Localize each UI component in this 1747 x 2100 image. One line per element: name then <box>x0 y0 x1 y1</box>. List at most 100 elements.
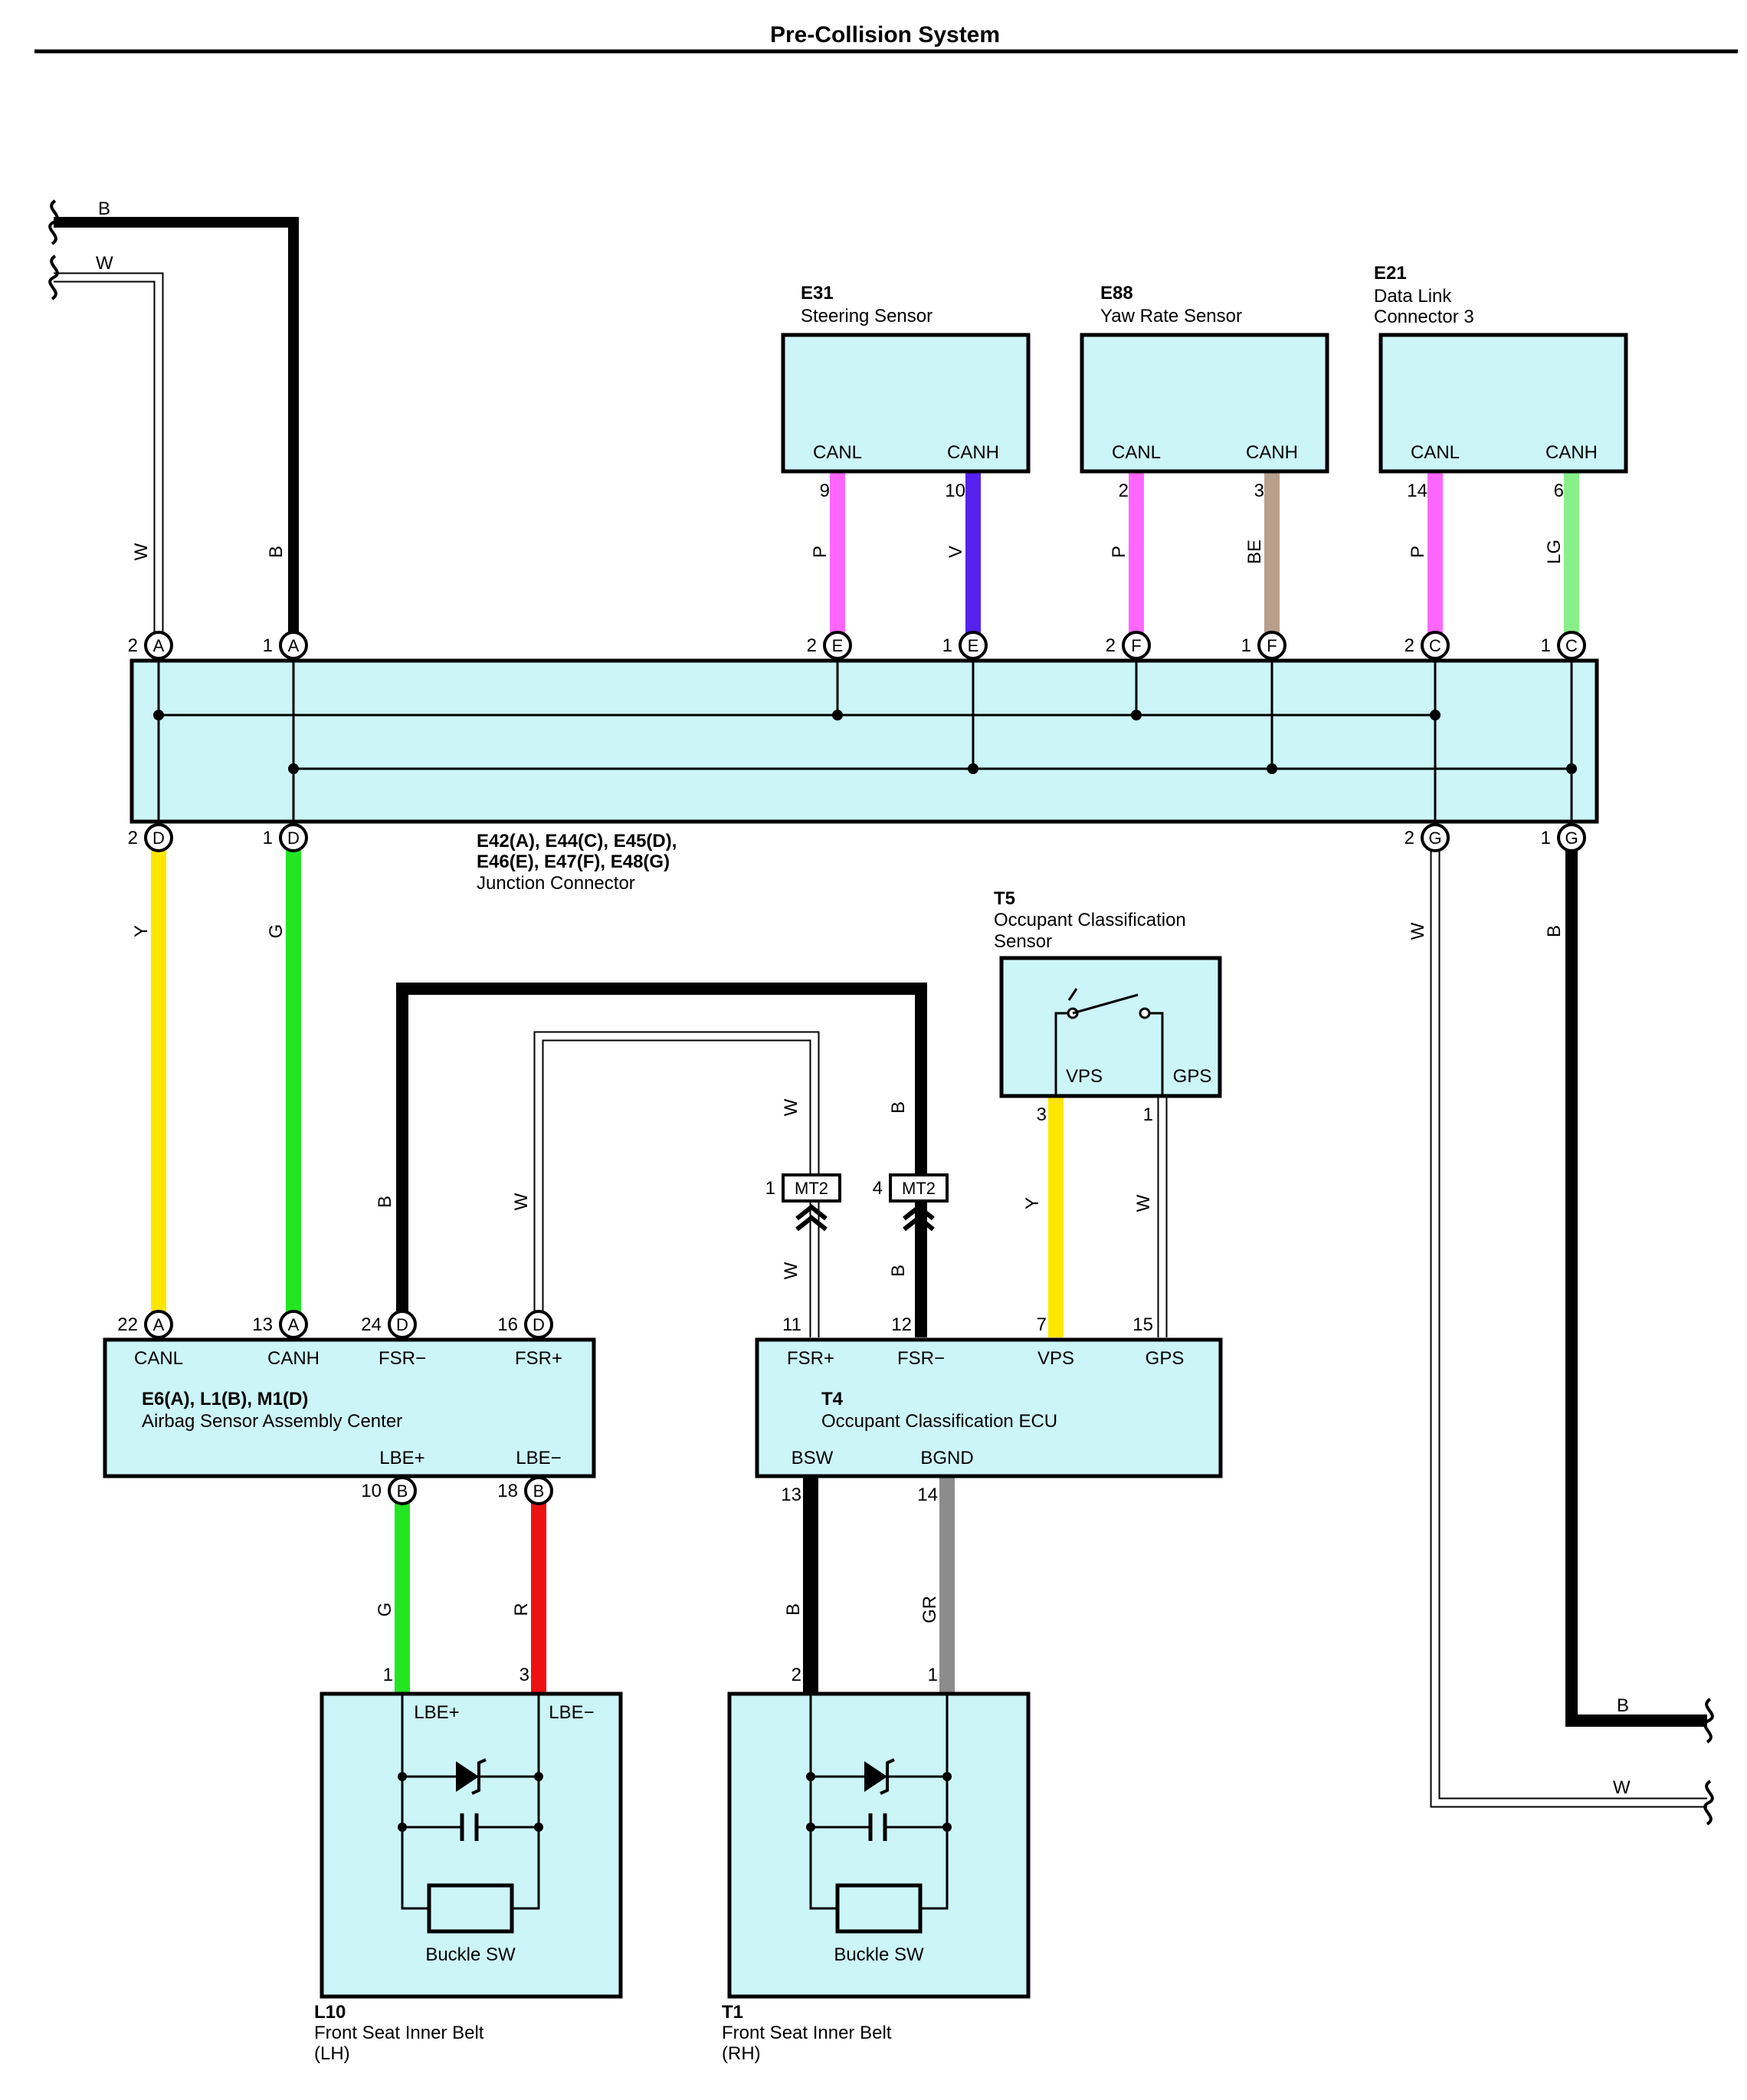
top-pin-numbers: 9 10 2 3 14 6 <box>820 481 1564 501</box>
mt2-pin1-label: MT2 <box>795 1179 828 1198</box>
t4-pin-vps: VPS <box>1037 1348 1074 1369</box>
svg-text:D: D <box>396 1315 408 1334</box>
wc-w-gps: W <box>1133 1194 1154 1212</box>
airbag-pins: A A D D B B 22 13 24 16 10 18 <box>117 1310 553 1505</box>
mt2-pin1-box <box>782 1173 841 1203</box>
svg-text:B: B <box>533 1481 545 1501</box>
t4-pin-fsrp: FSR+ <box>787 1348 834 1369</box>
airbag-pin-fsrp: FSR+ <box>515 1348 562 1369</box>
svg-text:F: F <box>1267 636 1277 655</box>
t4-pin-bsw: BSW <box>792 1448 834 1468</box>
wire-w-top <box>54 272 164 645</box>
zener-diode-icon <box>864 1761 887 1792</box>
svg-text:E: E <box>832 636 844 655</box>
pin-e88-2: 2 <box>1119 481 1129 501</box>
pin-t4-12: 12 <box>891 1314 912 1335</box>
e31-box <box>781 333 1031 474</box>
buckle-switch-icon <box>427 1883 514 1934</box>
wc-g-lbe: G <box>375 1603 395 1617</box>
e31-pin-canl: CANL <box>813 442 862 463</box>
svg-text:D: D <box>287 829 300 848</box>
t5-name-line1: Occupant Classification <box>994 910 1186 930</box>
t5-pin-gps: GPS <box>1173 1066 1212 1087</box>
pin-b18: 18 <box>497 1481 518 1501</box>
connector-jA1: A <box>279 631 308 660</box>
pin-e88-3: 3 <box>1254 481 1264 501</box>
e88-pin-canh: CANH <box>1246 442 1298 463</box>
svg-text:D: D <box>533 1315 545 1334</box>
junction-box <box>129 658 1599 824</box>
connector-aD16: D <box>524 1310 553 1339</box>
l10-name-line2: (LH) <box>314 2043 350 2064</box>
pin-t4-11: 11 <box>782 1314 801 1335</box>
t4-pin-fsrm: FSR− <box>897 1348 945 1369</box>
connector-jG1: G <box>1557 823 1586 852</box>
t1-component: 2 1 Buckle SW T1 Front Seat Inner Belt (… <box>722 1665 1031 2064</box>
t5-component: T5 Occupant Classification Sensor VPS GP… <box>994 888 1222 1125</box>
t1-box <box>727 1691 1031 1999</box>
t1-circuit <box>809 1694 949 1910</box>
buckle-switch-icon <box>835 1883 923 1934</box>
svg-text:A: A <box>288 636 300 655</box>
pin-t4-15: 15 <box>1132 1314 1153 1335</box>
page-title: Pre-Collision System <box>770 22 1000 48</box>
mt2-pin4-label: MT2 <box>902 1179 936 1198</box>
wc-w-jG2: W <box>1408 922 1428 940</box>
pin-t4-14: 14 <box>917 1485 938 1505</box>
l10-box <box>320 1691 623 1999</box>
l10-component: LBE+ LBE− 1 3 Buckle SW L10 Front Seat I… <box>314 1665 623 2064</box>
wire-b-fsr <box>396 983 927 1324</box>
mt2-pin1-chevron <box>795 1204 828 1232</box>
pin-t1-1: 1 <box>928 1665 938 1685</box>
junction-code-line2: E46(E), E47(F), E48(G) <box>477 851 670 872</box>
l10-pin-lbem: LBE− <box>549 1702 594 1723</box>
airbag-pin-lbep: LBE+ <box>379 1448 424 1468</box>
pin-e21-14: 14 <box>1407 481 1427 501</box>
pin-t4-13: 13 <box>781 1485 801 1505</box>
wc-p-e31: P <box>810 546 831 558</box>
e21-code: E21 <box>1374 263 1407 284</box>
wc-w-jA2: W <box>131 543 152 560</box>
pin-e21-6: 6 <box>1554 481 1564 501</box>
pin-t5-3: 3 <box>1037 1104 1047 1125</box>
e88-pin-canl: CANL <box>1112 442 1161 463</box>
connector-jD2: D <box>144 823 173 852</box>
airbag-sensor-component: CANL CANH FSR− FSR+ E6(A), L1(B), M1(D) … <box>103 1337 596 1478</box>
wire-b-top <box>54 217 299 645</box>
wc-p-e21: P <box>1408 546 1428 558</box>
connector-jF2: F <box>1122 631 1151 660</box>
wc-b-mt2-up: B <box>888 1101 909 1114</box>
connector-jA2: A <box>144 631 173 660</box>
pin-t5-1: 1 <box>1143 1104 1153 1125</box>
t4-pin-bgnd: BGND <box>920 1448 973 1468</box>
connector-aB10: B <box>388 1476 417 1505</box>
pin-jD1: 1 <box>263 828 273 848</box>
connector-jD1: D <box>279 823 308 852</box>
pin-d16: 16 <box>497 1314 518 1335</box>
junction-code-line1: E42(A), E44(C), E45(D), <box>477 831 677 851</box>
t5-box <box>999 956 1222 1098</box>
wc-b-jA1: B <box>266 546 287 558</box>
t5-code: T5 <box>994 888 1015 909</box>
t4-box <box>755 1337 1223 1478</box>
connector-aA13: A <box>279 1310 308 1339</box>
pin-jC2: 2 <box>1404 635 1414 656</box>
svg-text:G: G <box>1565 829 1578 848</box>
airbag-pin-canh: CANH <box>267 1348 320 1369</box>
connector-jC1: C <box>1557 631 1586 660</box>
e21-name-line2: Connector 3 <box>1374 307 1474 327</box>
connector-aA22: A <box>144 1310 173 1339</box>
svg-text:F: F <box>1131 636 1141 655</box>
zener-diode-icon <box>456 1761 479 1792</box>
break-left-w <box>48 254 59 300</box>
connector-aB18: B <box>524 1476 553 1505</box>
svg-text:B: B <box>397 1481 408 1501</box>
e31-name: Steering Sensor <box>801 306 932 326</box>
wc-y-vps: Y <box>1022 1197 1043 1209</box>
junction-pins: A A E E F F C C D D G G <box>144 631 1586 852</box>
t1-code: T1 <box>722 2002 743 2023</box>
wc-g-jD1: G <box>266 924 287 939</box>
mt2-pin4-box <box>889 1173 949 1203</box>
pin-d24: 24 <box>361 1314 382 1335</box>
wc-w-fsr: W <box>511 1193 532 1210</box>
